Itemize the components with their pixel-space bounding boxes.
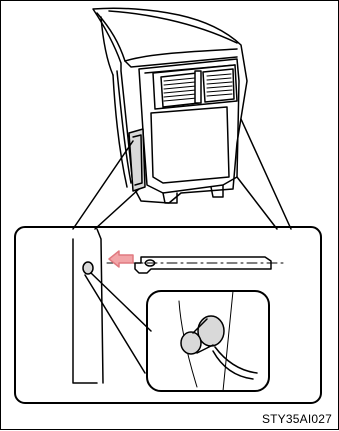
detail-callout-box [15, 227, 321, 403]
mounting-clip-icon [83, 262, 93, 274]
pin-detail-icon [147, 291, 269, 391]
rear-air-vent-icon [153, 65, 237, 109]
callout-lines [73, 119, 291, 229]
figure-code-label: STY35AI027 [262, 412, 332, 426]
direction-arrow-icon [109, 251, 133, 267]
inset-callout-lines [85, 273, 151, 373]
panel-edge [73, 229, 103, 383]
